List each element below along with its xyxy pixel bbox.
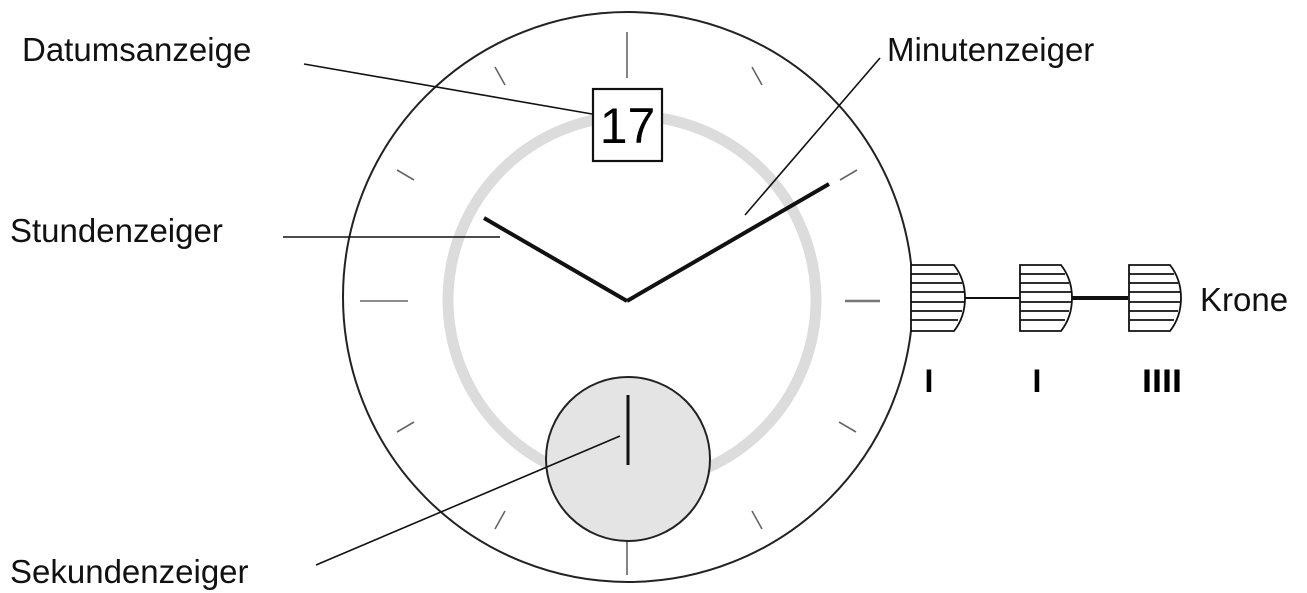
crown-mark-2: I [1033, 363, 1042, 399]
label-date-display: Datumsanzeige [22, 31, 251, 68]
date-window [591, 87, 664, 163]
label-minute-hand: Minutenzeiger [887, 31, 1094, 68]
hour-ticks [360, 32, 880, 575]
leader-minute [744, 57, 881, 216]
crown-position-1 [910, 264, 966, 332]
crown-mark-1: I [925, 363, 934, 399]
crown-mark-3: IIII [1142, 363, 1182, 399]
date-value: 17 [600, 98, 656, 154]
hour-hand [482, 216, 629, 303]
crown-position-2 [1019, 264, 1073, 332]
label-second-hand: Sekundenzeiger [10, 553, 249, 590]
minute-hand [625, 182, 831, 303]
label-crown: Krone [1200, 281, 1288, 318]
label-hour-hand: Stundenzeiger [10, 212, 223, 249]
crown-position-3 [1128, 264, 1182, 332]
leader-date [303, 63, 593, 115]
leader-second [315, 435, 621, 566]
